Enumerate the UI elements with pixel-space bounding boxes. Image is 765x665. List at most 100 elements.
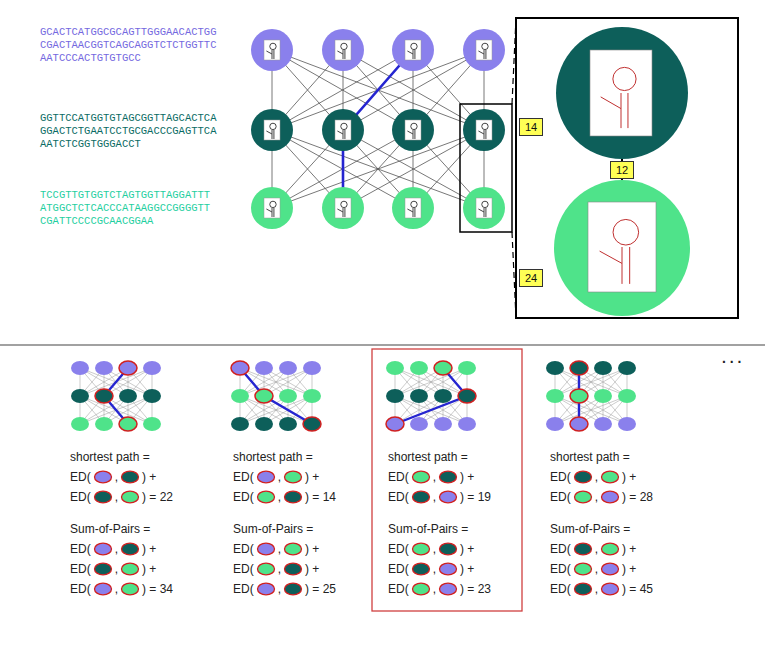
formula-text: ) + (460, 470, 474, 484)
formula-text: ED( (70, 562, 91, 576)
ed-oval-shape (122, 543, 139, 555)
structure-thumbnail (335, 40, 351, 60)
ed-oval-shape (412, 543, 429, 555)
formula-text: ED( (388, 562, 409, 576)
ed-oval (600, 490, 620, 504)
mini-node (410, 417, 428, 431)
ed-oval (120, 582, 140, 596)
mini-graph (71, 361, 161, 431)
rna-branch (478, 209, 484, 212)
mini-node (546, 389, 564, 403)
rna-loop (270, 43, 276, 49)
formula-line: ED(,) = 14 (233, 490, 336, 504)
ed-oval (573, 542, 593, 556)
formula-heading: Sum-of-Pairs = (550, 522, 630, 536)
ed-oval (411, 562, 431, 576)
ed-oval-shape (122, 491, 139, 503)
structure-thumbnail (476, 198, 492, 218)
ed-oval-shape (285, 471, 302, 483)
formula-text: ED( (388, 490, 409, 504)
ed-oval-shape (574, 543, 591, 555)
structure-thumbnail (405, 198, 421, 218)
value-box: 12 (610, 161, 634, 179)
structure-image (590, 50, 652, 136)
formula-text: , (433, 490, 436, 504)
structure-node (251, 187, 293, 229)
mini-node (386, 361, 404, 375)
mini-node (95, 417, 113, 431)
rna-branch (601, 97, 621, 109)
ed-oval-shape (440, 471, 457, 483)
ed-oval-shape (285, 583, 302, 595)
mini-node (279, 389, 297, 403)
ed-oval (283, 542, 303, 556)
formula-line: ED(,) + (70, 470, 156, 484)
formula-text: ) = 45 (622, 582, 653, 596)
graph-edge (272, 130, 484, 208)
ed-oval (283, 562, 303, 576)
ed-oval-shape (602, 583, 619, 595)
mini-node (231, 389, 249, 403)
formula-text: , (115, 470, 118, 484)
mini-node (119, 417, 137, 431)
ed-oval-shape (602, 471, 619, 483)
structure-node (322, 109, 364, 151)
mini-path (240, 368, 312, 424)
formula-heading: shortest path = (388, 450, 468, 464)
ed-oval-shape (602, 543, 619, 555)
mini-node (570, 389, 588, 403)
mini-node (303, 389, 321, 403)
mini-node (71, 417, 89, 431)
structure-node (392, 109, 434, 151)
mini-edge (555, 368, 627, 396)
ed-oval (283, 582, 303, 596)
rna-stem (343, 130, 345, 139)
formula-text: , (278, 470, 281, 484)
formula-text: , (278, 582, 281, 596)
mini-node (303, 361, 321, 375)
ed-oval (93, 470, 113, 484)
mini-node (594, 361, 612, 375)
rna-stem (272, 208, 274, 217)
formula-text: , (595, 582, 598, 596)
formula-text: ) + (460, 562, 474, 576)
mini-node (231, 417, 249, 431)
value-box: 24 (519, 269, 543, 287)
mini-node (143, 361, 161, 375)
ed-oval (283, 470, 303, 484)
rna-stem (272, 50, 274, 59)
formula-text: ED( (233, 542, 254, 556)
formula-text: , (115, 582, 118, 596)
mini-node (71, 389, 89, 403)
rna-branch (266, 51, 272, 54)
formula-text: ED( (550, 542, 571, 556)
mini-node (618, 361, 636, 375)
mini-node (119, 361, 137, 375)
mini-node (303, 417, 321, 431)
ed-oval-shape (412, 471, 429, 483)
mini-node (458, 361, 476, 375)
ed-oval (573, 470, 593, 484)
formula-text: , (115, 562, 118, 576)
mini-node (71, 361, 89, 375)
formula-heading-text: shortest path = (388, 450, 468, 464)
structure-node (463, 109, 505, 151)
mini-node (594, 389, 612, 403)
value-text: 14 (525, 121, 537, 133)
formula-text: ED( (233, 470, 254, 484)
ed-oval-shape (257, 491, 274, 503)
structure-thumbnail (405, 120, 421, 140)
structure-node (251, 109, 293, 151)
formula-text: , (595, 470, 598, 484)
ed-oval-shape (574, 471, 591, 483)
formula-text: ) = 23 (460, 582, 491, 596)
mini-node (458, 417, 476, 431)
rna-branch (337, 131, 343, 134)
mini-node (279, 361, 297, 375)
ed-oval-shape (122, 563, 139, 575)
rna-loop (341, 123, 347, 129)
rna-stem (484, 130, 486, 139)
ed-oval (283, 490, 303, 504)
mini-node (119, 389, 137, 403)
formula-text: ) + (305, 470, 319, 484)
